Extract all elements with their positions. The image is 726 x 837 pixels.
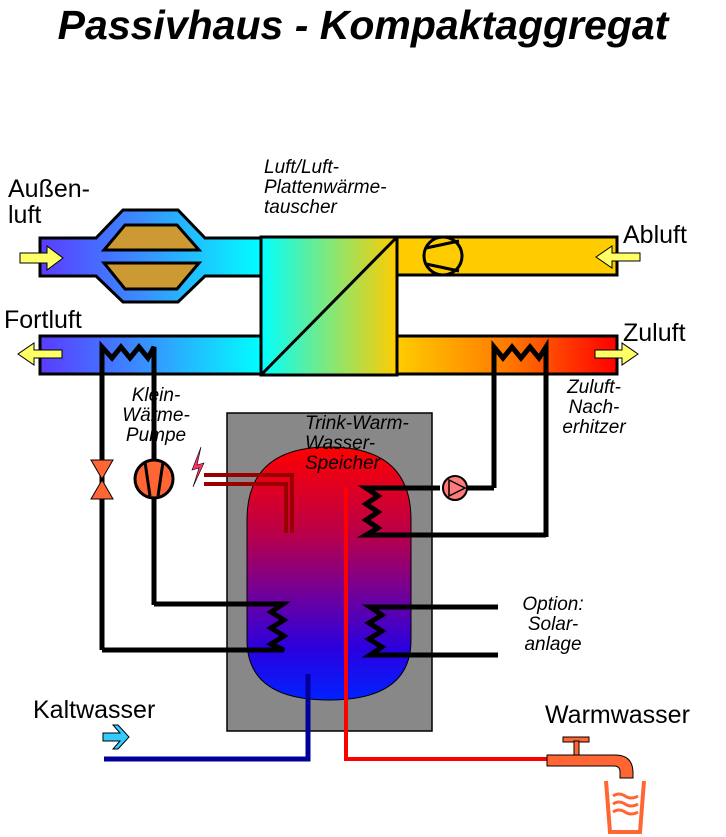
label-line: Option:: [522, 594, 584, 615]
label-line: luft: [8, 201, 42, 229]
label-line: erhitzer: [562, 417, 626, 438]
faucet-icon: [546, 736, 634, 779]
label-storage-tank: Trink-Warm- Wasser- Speicher: [305, 414, 409, 474]
cold-water-pipe: [104, 674, 311, 762]
supply-air-arrow-icon: [594, 342, 639, 366]
expansion-valve-icon: [90, 459, 114, 650]
evaporator-coil: [99, 340, 157, 470]
condenser-coil: [102, 601, 292, 653]
electric-heater: [204, 473, 294, 533]
label-fortluft: Fortluft: [4, 306, 82, 334]
label-heat-pump: Klein- Wärme- Pumpe: [108, 386, 204, 446]
label-heat-exchanger: Luft/Luft- Plattenwärme- tauscher: [264, 158, 387, 218]
label-abluft: Abluft: [623, 221, 687, 249]
exhaust-air-arrow-icon: [17, 342, 63, 366]
water-glass-icon: [604, 780, 646, 834]
compressor-icon: [133, 458, 175, 605]
label-zuluft: Zuluft: [623, 319, 686, 347]
label-kaltwasser: Kaltwasser: [33, 696, 156, 724]
hot-water-pipe: [344, 487, 550, 761]
label-line: Luft/Luft-: [264, 157, 339, 178]
label-line: tauscher: [264, 197, 337, 218]
label-line: Pumpe: [125, 425, 187, 446]
label-line: Klein-: [131, 385, 181, 406]
fan-icon: [422, 235, 464, 277]
label-line: anlage: [524, 634, 582, 655]
circulation-pump-icon: [442, 475, 494, 501]
air-filter: [100, 223, 203, 291]
label-line: Plattenwärme-: [264, 177, 387, 198]
reheater-coil: [491, 338, 549, 537]
cold-water-arrow-icon: [102, 724, 130, 750]
label-solar-option: Option: Solar- anlage: [510, 595, 596, 655]
label-line: Zuluft-: [567, 377, 621, 398]
label-line: Wasser-: [305, 433, 376, 454]
extract-air-arrow-icon: [595, 245, 641, 269]
label-line: Solar-: [527, 614, 579, 635]
diagram-title: Passivhaus - Kompaktaggregat: [57, 2, 669, 48]
label-line: Außen-: [8, 175, 90, 203]
solar-coil: [361, 604, 498, 658]
label-reheater: Zuluft- Nach- erhitzer: [552, 378, 636, 438]
label-line: Trink-Warm-: [305, 413, 409, 434]
plate-heat-exchanger: [259, 235, 399, 377]
electricity-icon: [191, 446, 205, 488]
label-aussenluft: Außen- luft: [8, 176, 90, 228]
label-warmwasser: Warmwasser: [545, 701, 690, 729]
label-line: Speicher: [305, 453, 380, 474]
label-line: Nach-: [568, 397, 620, 418]
reheater-tank-coil: [356, 485, 546, 538]
outdoor-air-arrow-icon: [19, 245, 64, 271]
label-line: Wärme-: [122, 405, 190, 426]
